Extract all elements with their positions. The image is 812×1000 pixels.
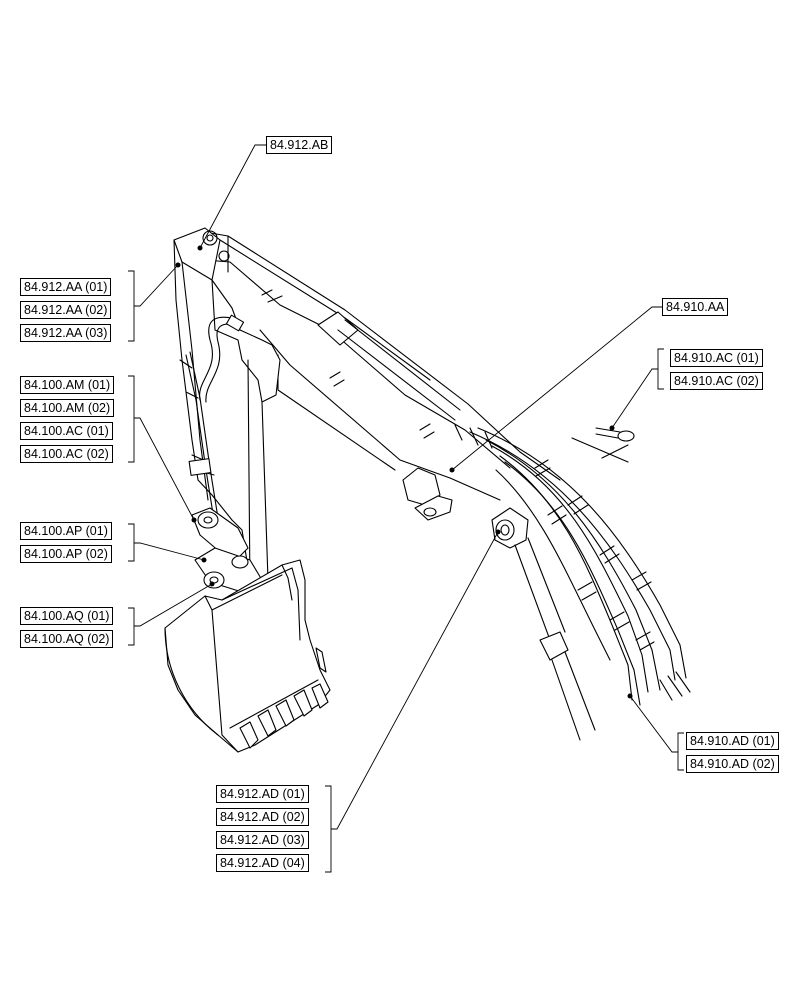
callout-84-100-ap-02[interactable]: 84.100.AP (02) (20, 545, 112, 563)
callout-84-910-ad-01[interactable]: 84.910.AD (01) (686, 732, 779, 750)
callout-84-910-ad-02[interactable]: 84.910.AD (02) (686, 755, 779, 773)
callout-84-912-ad-01[interactable]: 84.912.AD (01) (216, 785, 309, 803)
callout-84-912-ad-02[interactable]: 84.912.AD (02) (216, 808, 309, 826)
callout-84-100-aq-02[interactable]: 84.100.AQ (02) (20, 630, 114, 648)
boom-drawing (204, 231, 561, 521)
callout-84-912-aa-03[interactable]: 84.912.AA (03) (20, 324, 112, 342)
callout-84-912-aa-02[interactable]: 84.912.AA (02) (20, 301, 112, 319)
callout-84-100-ap-01[interactable]: 84.100.AP (01) (20, 522, 112, 540)
callout-84-100-am-02[interactable]: 84.100.AM (02) (20, 399, 115, 417)
callout-84-100-am-01[interactable]: 84.100.AM (01) (20, 376, 115, 394)
callout-84-912-ab[interactable]: 84.912.AB (266, 136, 333, 154)
callout-84-910-aa[interactable]: 84.910.AA (662, 298, 729, 316)
callout-84-912-ad-03[interactable]: 84.912.AD (03) (216, 831, 309, 849)
leader-dots (175, 245, 633, 699)
callout-84-100-ac-02[interactable]: 84.100.AC (02) (20, 445, 113, 463)
callout-84-910-ac-02[interactable]: 84.910.AC (02) (670, 372, 763, 390)
callout-84-910-ac-01[interactable]: 84.910.AC (01) (670, 349, 763, 367)
callout-84-100-ac-01[interactable]: 84.100.AC (01) (20, 422, 113, 440)
hose-bundle-drawing (469, 427, 691, 741)
callout-84-912-aa-01[interactable]: 84.912.AA (01) (20, 278, 112, 296)
arm-drawing (173, 227, 281, 612)
callout-84-912-ad-04[interactable]: 84.912.AD (04) (216, 854, 309, 872)
callout-84-100-aq-01[interactable]: 84.100.AQ (01) (20, 607, 114, 625)
bucket-drawing (164, 559, 331, 753)
leader-lines (128, 144, 684, 873)
